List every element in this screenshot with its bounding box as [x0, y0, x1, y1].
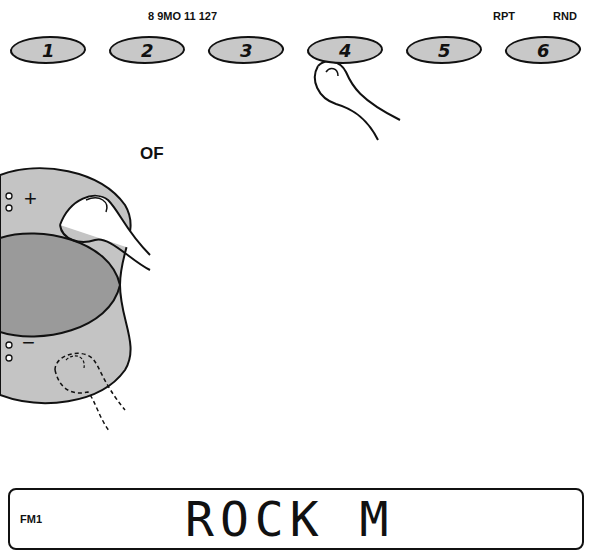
button-number: 6 [537, 40, 550, 61]
display-text: ROCK M [185, 491, 394, 547]
minus-sign: − [22, 330, 35, 356]
repeat-label: RPT [493, 10, 515, 22]
random-label: RND [553, 10, 577, 22]
preset-button: 4 [305, 36, 386, 64]
mode-indicator: 8 9MO 11 127 [148, 10, 217, 22]
preset-button: 6 [503, 36, 584, 64]
finger-alt [55, 353, 125, 410]
button-number: 5 [438, 40, 451, 61]
button-number: 4 [339, 40, 352, 61]
preset-button: 1 [8, 36, 89, 64]
band-indicator: FM1 [20, 513, 42, 525]
indicator-dot [6, 355, 12, 361]
finger [318, 61, 400, 120]
button-number: 2 [141, 40, 154, 61]
fingernail [326, 69, 338, 76]
button-number: 3 [240, 40, 253, 61]
finger [60, 225, 150, 270]
finger [60, 196, 150, 255]
plus-sign: + [24, 186, 37, 212]
fingernail [66, 356, 84, 368]
finger-alt [55, 370, 110, 432]
off-label: OF [140, 144, 164, 164]
indicator-dot [6, 193, 12, 199]
fingernail [86, 198, 107, 212]
preset-button: 2 [107, 36, 188, 64]
indicator-dot [6, 205, 12, 211]
preset-button: 3 [206, 36, 287, 64]
indicator-dot [6, 342, 12, 348]
preset-button: 5 [404, 36, 485, 64]
button-number: 1 [42, 40, 55, 61]
control-center [0, 233, 120, 336]
lcd-display: FM1 ROCK M [8, 488, 584, 550]
